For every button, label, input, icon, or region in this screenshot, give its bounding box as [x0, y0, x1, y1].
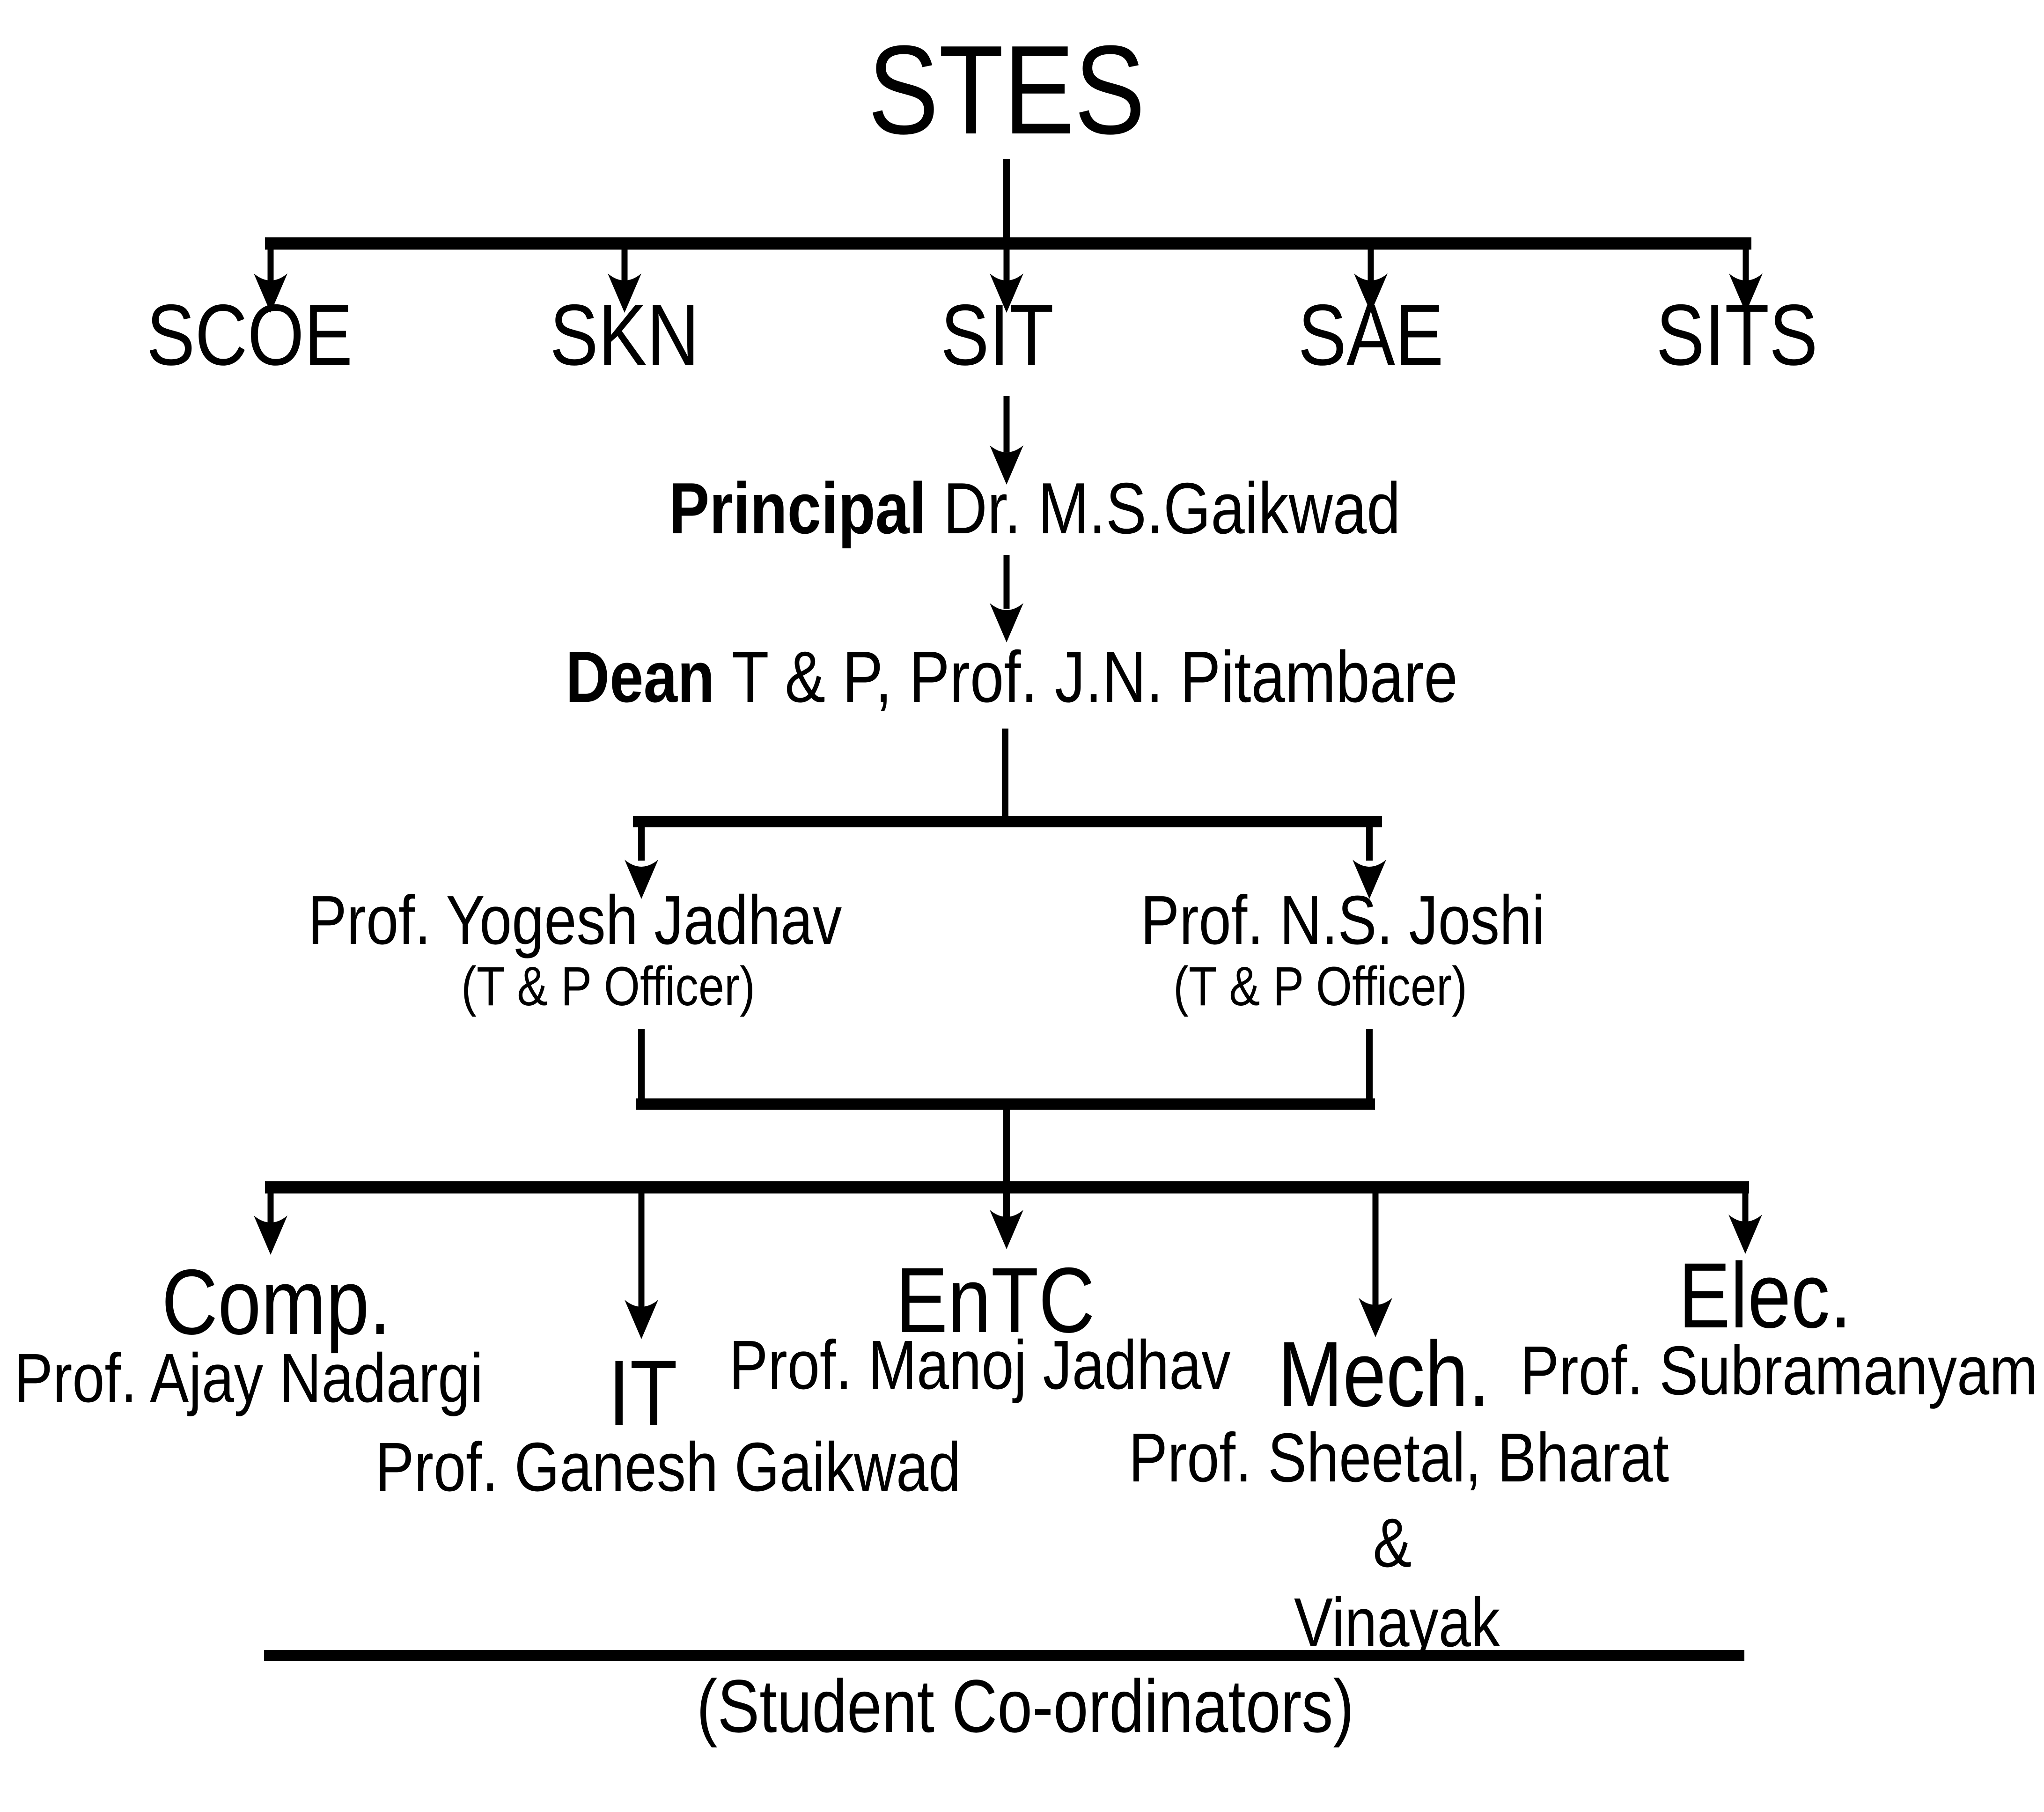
- arrow-down-icon: [608, 273, 641, 313]
- arrow-down-icon: [254, 273, 287, 313]
- arrow-down-icon: [254, 1215, 287, 1255]
- officer-name-left: Prof. Yogesh Jadhav: [308, 882, 842, 959]
- institute-label-scoe: SCOE: [146, 287, 353, 383]
- dept-coordinator-entc: Prof. Manoj Jadhav: [729, 1326, 1231, 1404]
- institute-label-sae: SAE: [1298, 287, 1444, 383]
- officer-role-left: (T & P Officer): [461, 956, 755, 1017]
- dept-coordinator-mech-amp: &: [1373, 1504, 1412, 1582]
- arrow-down-icon: [1354, 273, 1388, 313]
- dept-label-comp: Comp.: [162, 1250, 391, 1354]
- institute-label-skn: SKN: [550, 287, 699, 383]
- institute-label-sit: SIT: [941, 287, 1054, 383]
- dean-name: T & P, Prof. J.N. Pitambare: [731, 636, 1458, 717]
- arrow-down-icon: [990, 1210, 1023, 1249]
- arrow-down-icon: [625, 1300, 658, 1339]
- dean-title: Dean: [566, 636, 715, 717]
- arrow-down-icon: [1359, 1298, 1392, 1337]
- arrow-down-icon: [990, 445, 1023, 485]
- arrow-down-icon: [1729, 273, 1763, 313]
- root-label: STES: [868, 20, 1146, 161]
- arrow-down-icon: [1728, 1215, 1762, 1254]
- institute-label-sits: SITS: [1656, 287, 1818, 383]
- footer-label: (Student Co-ordinators): [696, 1664, 1354, 1748]
- dept-coordinator-comp: Prof. Ajay Nadargi: [14, 1340, 483, 1417]
- arrow-down-icon: [990, 273, 1023, 313]
- dept-coordinator-elec: Prof. Subramanyam: [1520, 1332, 2038, 1409]
- arrow-down-icon: [625, 860, 658, 899]
- principal-title: Principal: [669, 468, 926, 549]
- officer-name-right: Prof. N.S. Joshi: [1140, 882, 1545, 959]
- arrow-down-icon: [1353, 860, 1386, 899]
- dept-label-mech: Mech.: [1278, 1322, 1490, 1426]
- arrow-down-icon: [990, 603, 1023, 642]
- officer-role-right: (T & P Officer): [1173, 956, 1467, 1017]
- principal-name: Dr. M.S.Gaikwad: [943, 468, 1401, 549]
- dept-label-elec: Elec.: [1678, 1244, 1852, 1347]
- dept-label-it: IT: [608, 1341, 677, 1444]
- dept-label-entc: EnTC: [896, 1248, 1095, 1352]
- dept-coordinator-mech-line3: Vinayak: [1294, 1584, 1500, 1661]
- dept-coordinator-mech: Prof. Sheetal, Bharat: [1128, 1419, 1669, 1496]
- dept-coordinator-it: Prof. Ganesh Gaikwad: [375, 1429, 961, 1506]
